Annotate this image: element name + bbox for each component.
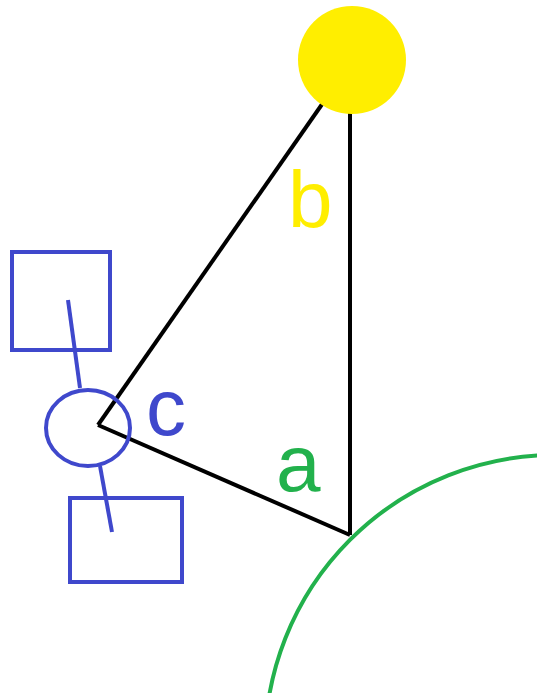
angle-label: b <box>288 160 333 240</box>
angle-label: c <box>146 368 186 448</box>
angle-label: a <box>276 424 321 504</box>
solar-panel <box>70 498 182 582</box>
satellite-body <box>46 390 130 466</box>
triangle-side <box>98 425 350 535</box>
triangle-side <box>348 100 352 535</box>
panel-arm <box>100 466 112 532</box>
sun <box>298 6 406 114</box>
triangle-side <box>98 100 325 425</box>
panel-arm <box>68 300 80 388</box>
solar-panel <box>12 252 110 350</box>
